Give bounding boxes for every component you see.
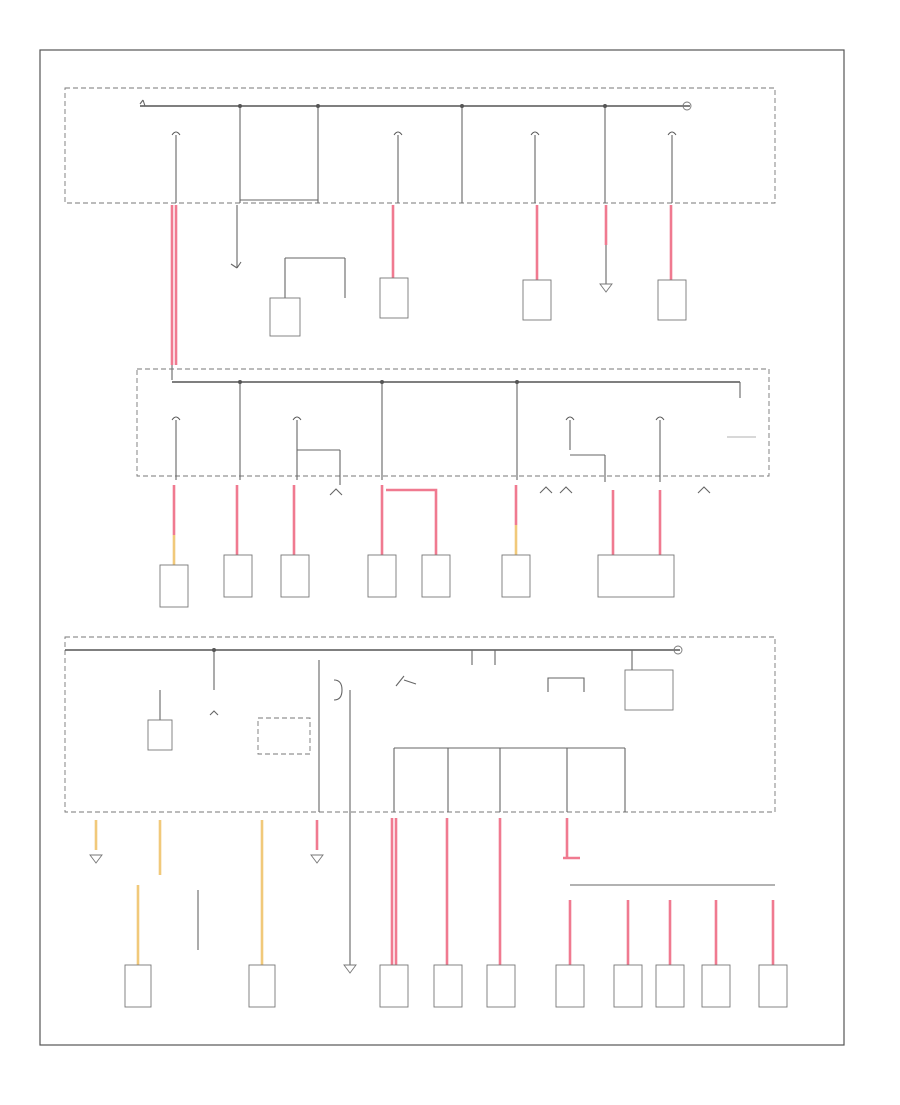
fuse-block-outline xyxy=(64,87,776,204)
fuse-row xyxy=(171,104,677,203)
component-block xyxy=(280,554,310,598)
component-block xyxy=(379,277,409,319)
component-block xyxy=(655,964,685,1008)
underdash-fuse-block xyxy=(136,368,770,485)
component-block xyxy=(555,964,585,1008)
component-block xyxy=(379,964,409,1008)
splice-icon xyxy=(310,854,324,864)
relay-block xyxy=(147,719,173,751)
component-block xyxy=(367,554,397,598)
fuse-icon xyxy=(171,131,181,136)
relay-block xyxy=(624,669,674,711)
component-block xyxy=(421,554,451,598)
component-block xyxy=(223,554,253,598)
component-block xyxy=(486,964,516,1008)
underhood-fuse-block-bottom xyxy=(64,636,776,813)
fuse-icon xyxy=(292,416,302,421)
component-block xyxy=(124,964,152,1008)
connector-icon xyxy=(673,645,683,655)
fuse-icon xyxy=(393,131,403,136)
component-block xyxy=(758,964,788,1008)
component-block xyxy=(501,554,531,598)
fuse-icon xyxy=(171,416,181,421)
fuse-icon xyxy=(667,131,677,136)
section-3-circuits xyxy=(89,812,788,1008)
component-block xyxy=(248,964,276,1008)
section-1-circuits xyxy=(170,205,687,380)
component-block xyxy=(522,279,552,321)
fuse-icon xyxy=(655,416,665,421)
fuse-icon xyxy=(565,416,575,421)
ground-icon xyxy=(343,964,357,974)
component-block xyxy=(597,554,675,598)
component-block xyxy=(657,279,687,321)
component-block xyxy=(269,297,301,337)
module-outline xyxy=(257,717,311,755)
underhood-fuse-block-top xyxy=(64,87,776,204)
relay-coil-icon xyxy=(333,679,343,701)
diagram-frame xyxy=(39,49,845,1046)
connector-icon xyxy=(329,486,711,496)
switch-icon xyxy=(209,710,219,716)
splice-icon xyxy=(89,854,103,864)
component-block xyxy=(433,964,463,1008)
component-block xyxy=(159,564,189,608)
component-block xyxy=(613,964,643,1008)
section-2-circuits xyxy=(159,485,711,608)
switch-icon xyxy=(395,675,417,687)
fuse-block-outline xyxy=(136,368,770,477)
battery-feed-icon xyxy=(139,99,146,107)
component-block xyxy=(701,964,731,1008)
relay-contact xyxy=(547,677,585,692)
splice-icon xyxy=(599,283,613,293)
connector-icon xyxy=(682,101,692,111)
fuse-block-outline xyxy=(64,636,776,813)
fuse-icon xyxy=(530,131,540,136)
